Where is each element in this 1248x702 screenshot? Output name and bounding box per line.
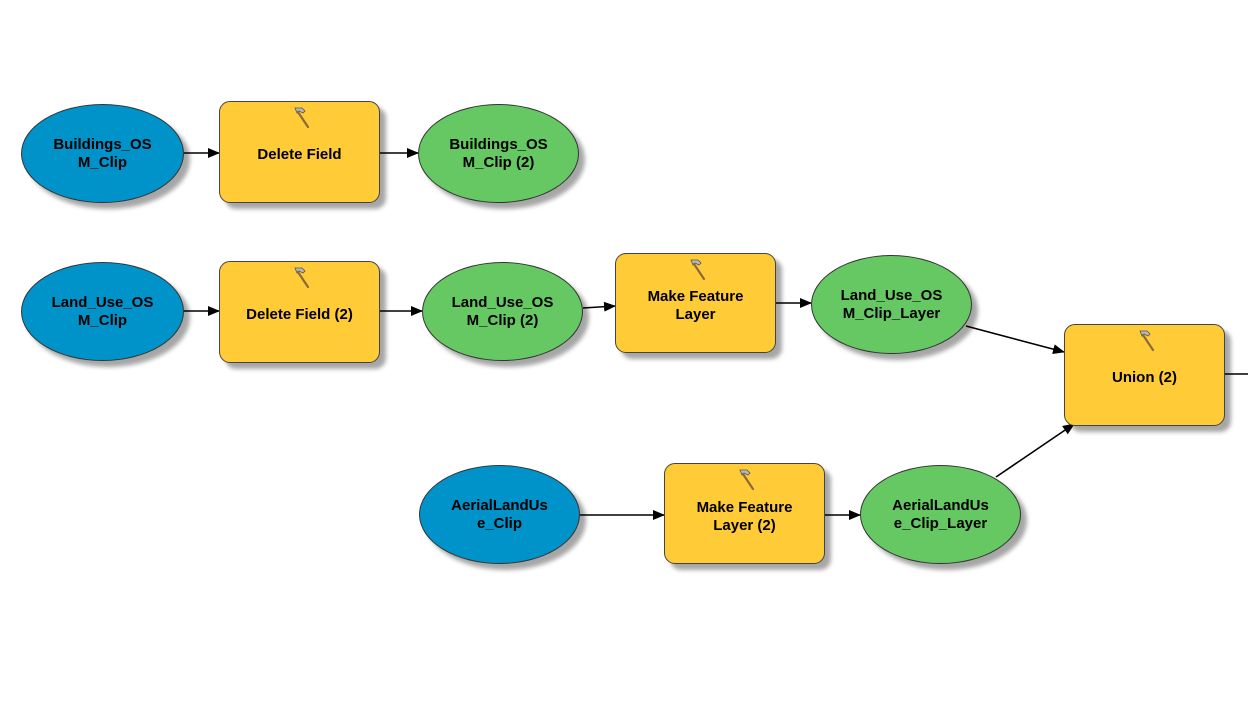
node-label: Make Feature Layer (2) <box>696 498 793 534</box>
tool-delete-field-2[interactable]: Delete Field (2) <box>219 261 380 363</box>
tool-union-2[interactable]: Union (2) <box>1064 324 1225 426</box>
hammer-icon <box>738 469 754 491</box>
connector-landuse-2-to-make-feature-layer[interactable] <box>582 301 616 312</box>
node-label: Land_Use_OS M_Clip (2) <box>451 293 554 329</box>
node-label: AerialLandUs e_Clip_Layer <box>892 496 989 532</box>
node-label: Delete Field (2) <box>246 306 353 323</box>
connector-aerial-layer-to-union[interactable] <box>995 423 1075 478</box>
node-label: Buildings_OS M_Clip (2) <box>449 135 548 171</box>
connector-landuse-layer-to-union[interactable] <box>965 325 1065 355</box>
input-aerial-land-use-clip[interactable]: AerialLandUs e_Clip <box>419 465 580 564</box>
output-land-use-osm-clip-2[interactable]: Land_Use_OS M_Clip (2) <box>422 262 583 361</box>
tool-make-feature-layer-2[interactable]: Make Feature Layer (2) <box>664 463 825 564</box>
output-aerial-land-use-clip-layer[interactable]: AerialLandUs e_Clip_Layer <box>860 465 1021 564</box>
output-land-use-osm-clip-layer[interactable]: Land_Use_OS M_Clip_Layer <box>811 255 972 354</box>
input-land-use-osm-clip[interactable]: Land_Use_OS M_Clip <box>21 262 184 361</box>
input-buildings-osm-clip[interactable]: Buildings_OS M_Clip <box>21 104 184 203</box>
hammer-icon <box>293 267 309 289</box>
tool-delete-field[interactable]: Delete Field <box>219 101 380 203</box>
node-label: Delete Field <box>257 146 342 163</box>
output-buildings-osm-clip-2[interactable]: Buildings_OS M_Clip (2) <box>418 104 579 203</box>
hammer-icon <box>1138 330 1154 352</box>
tool-make-feature-layer[interactable]: Make Feature Layer <box>615 253 776 353</box>
hammer-icon <box>293 107 309 129</box>
node-label: Make Feature Layer <box>647 288 744 323</box>
node-label: Buildings_OS M_Clip <box>53 135 152 171</box>
node-label: Land_Use_OS M_Clip_Layer <box>840 286 943 322</box>
node-label: Land_Use_OS M_Clip <box>51 293 154 329</box>
node-label: AerialLandUs e_Clip <box>451 496 548 532</box>
node-label: Union (2) <box>1112 369 1177 386</box>
hammer-icon <box>689 259 705 281</box>
